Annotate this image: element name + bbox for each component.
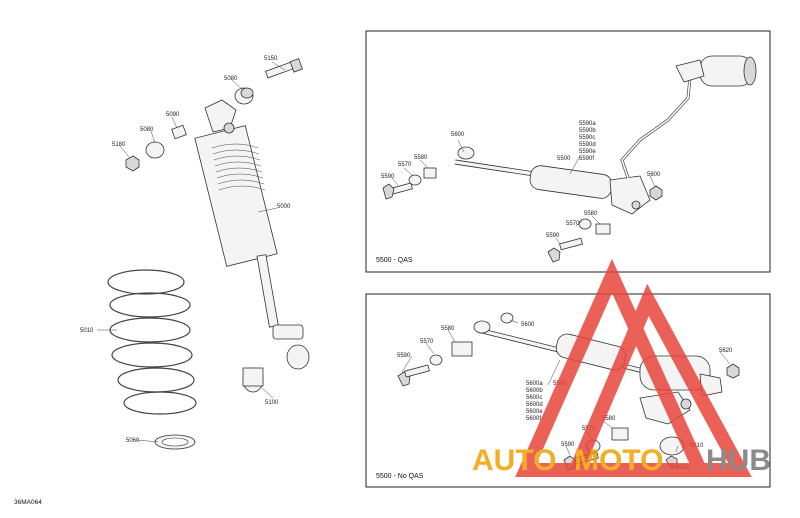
label-5600f: 5600f	[526, 416, 541, 422]
label-noqas-5580: 5580	[441, 326, 455, 332]
watermark-logo-mark	[515, 258, 752, 477]
label-noqas-5590: 5590	[397, 353, 411, 359]
spring-seat-5060	[154, 434, 196, 450]
label-5600c: 5600c	[526, 395, 542, 401]
label-qas-5500: 5500	[557, 156, 571, 162]
label-noqas-5580b: 5580	[602, 416, 616, 422]
label-qas-5580: 5580	[414, 155, 428, 161]
label-5600a: 5600a	[526, 381, 543, 387]
label-noqas-5590b: 5590	[561, 442, 575, 448]
spring-5010	[107, 269, 197, 415]
label-5150: 5150	[264, 56, 278, 62]
label-qas-5590b: 5590	[546, 233, 560, 239]
label-5100: 5100	[265, 400, 279, 406]
caption-qas: 5500 - QAS	[376, 257, 413, 264]
label-noqas-5610: 5610	[690, 443, 704, 449]
label-5600d: 5600d	[526, 402, 543, 408]
label-noqas-5600: 5600	[521, 322, 535, 328]
shock-body-5000	[194, 99, 304, 340]
watermark-word-auto: AUTO	[472, 444, 556, 477]
automotohub-watermark: AUTO MOTO HUB	[472, 258, 771, 477]
qas-leader-lines	[391, 139, 656, 245]
label-5010: 5010	[80, 328, 94, 334]
label-5590a: 5590a	[579, 121, 596, 127]
bushing-5100	[242, 344, 310, 393]
left-shock-assembly: 5150 5080 5090 5080 5180 5000 5010 5060 …	[80, 56, 310, 450]
bushing-5080-side	[145, 141, 165, 159]
watermark-word-hub: HUB	[706, 444, 771, 477]
qas-stabilizer-bar	[454, 55, 757, 215]
label-5600e: 5600e	[526, 409, 543, 415]
qas-hardware-left	[382, 146, 475, 200]
bushing-5080-top	[234, 87, 254, 105]
qas-hardware-right	[547, 185, 663, 263]
caption-no-qas: 5500 - No QAS	[376, 473, 424, 480]
label-5090: 5090	[166, 112, 180, 118]
label-qas-5600b: 5600	[647, 172, 661, 178]
sleeve-5090	[171, 124, 187, 140]
bolt-5150	[265, 58, 303, 79]
label-noqas-5570: 5570	[420, 339, 434, 345]
left-leader-lines	[97, 61, 286, 443]
label-qas-5570b: 5570	[566, 221, 580, 227]
nut-5180	[125, 155, 140, 172]
label-5600b: 5600b	[526, 388, 543, 394]
label-qas-5580b: 5580	[584, 211, 598, 217]
reference-code: 36MA064	[14, 499, 42, 506]
label-5590f: 5590f	[579, 156, 594, 162]
label-qas-5600: 5600	[451, 132, 465, 138]
label-5590e: 5590e	[579, 149, 596, 155]
label-qas-5570: 5570	[398, 162, 412, 168]
label-5000: 5000	[277, 204, 291, 210]
label-noqas-5620: 5620	[719, 348, 733, 354]
label-qas-5590: 5590	[381, 174, 395, 180]
label-5180: 5180	[112, 142, 126, 148]
label-5080-side: 5080	[140, 127, 154, 133]
watermark-word-moto: MOTO	[574, 444, 663, 477]
label-5590b: 5590b	[579, 128, 596, 134]
label-5060: 5060	[126, 438, 140, 444]
label-5590d: 5590d	[579, 142, 596, 148]
label-5590c: 5590c	[579, 135, 595, 141]
label-5080-top: 5080	[224, 76, 238, 82]
panel-qas: 5590a 5590b 5590c 5590d 5590e 5590f 5500…	[365, 30, 771, 273]
